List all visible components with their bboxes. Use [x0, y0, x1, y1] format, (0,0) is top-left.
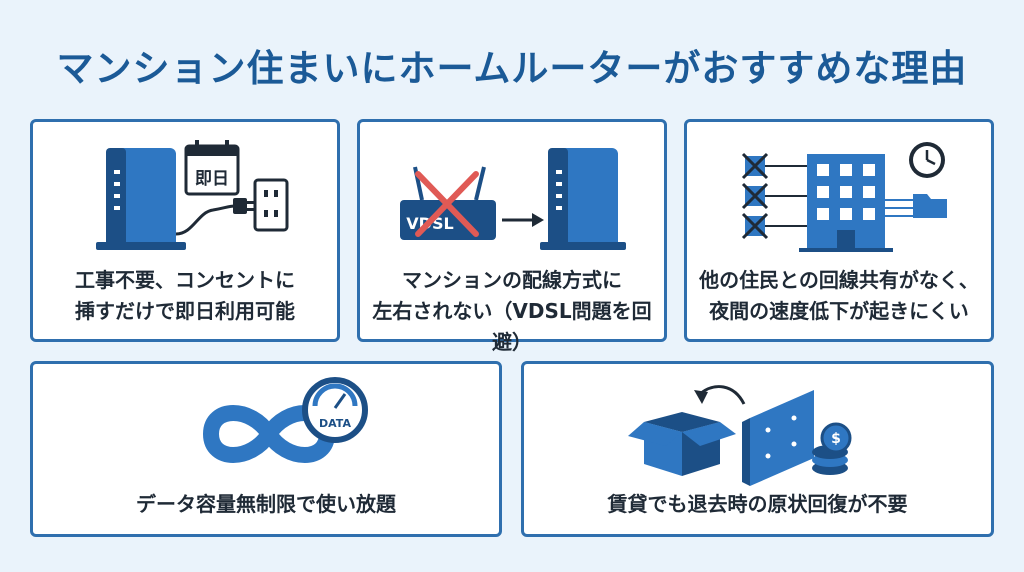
page-title: マンション住まいにホームルーターがおすすめな理由	[56, 47, 968, 90]
power-outlet-icon	[253, 178, 289, 232]
infinity-icon	[202, 405, 336, 463]
card-3-caption-line2: 夜間の速度低下が起きにくい	[709, 299, 969, 323]
clock-icon	[909, 142, 945, 178]
calendar-icon: 即日	[184, 140, 240, 196]
card-3-caption-line1: 他の住民との回線共有がなく、	[699, 268, 979, 292]
reason-card-wiring: VDSL マンションの配線方式に 左右されない（VDSL問題を回避）	[357, 119, 667, 354]
speed-gauge-icon: DATA	[302, 377, 368, 443]
reason-card-no-sharing: 他の住民との回線共有がなく、 夜間の速度低下が起きにくい	[684, 119, 994, 342]
card-2-caption-line2: 左右されない（VDSL問題を回避）	[372, 299, 652, 354]
card-1-illustration: 即日	[96, 140, 289, 250]
card-5-illustration: $	[628, 385, 852, 486]
calendar-label: 即日	[195, 169, 229, 189]
coins-icon: $	[812, 422, 852, 475]
card-1-caption-line2: 挿すだけで即日利用可能	[75, 299, 295, 323]
gauge-label: DATA	[319, 417, 351, 430]
box-icon	[628, 412, 736, 476]
crossed-line-icon	[741, 152, 807, 240]
plug-icon	[175, 198, 255, 236]
arrow-right-icon	[502, 213, 544, 227]
reason-card-unlimited-data: DATA データ容量無制限で使い放題	[30, 361, 502, 537]
curved-arrow-icon	[694, 385, 746, 405]
building-icon	[799, 154, 893, 252]
folder-icon	[913, 194, 947, 218]
card-1-caption-line1: 工事不要、コンセントに	[75, 268, 295, 292]
reason-card-no-restoration: $ 賃貸でも退去時の原状回復が不要	[521, 361, 994, 537]
wall-panel-icon	[742, 390, 814, 486]
card-5-caption: 賃貸でも退去時の原状回復が不要	[607, 492, 908, 516]
speed-lines-icon	[885, 199, 913, 217]
svg-text:$: $	[831, 431, 841, 447]
router-icon	[96, 148, 186, 250]
reason-card-no-construction: 即日 工事不要、コンセントに 挿すだけで即日利用可能	[30, 119, 340, 342]
cross-icon	[415, 171, 479, 237]
router-icon	[540, 148, 626, 250]
card-3-illustration	[741, 142, 947, 252]
card-2-illustration: VDSL	[400, 148, 626, 250]
card-4-caption: データ容量無制限で使い放題	[136, 492, 396, 516]
card-4-illustration: DATA	[202, 377, 368, 463]
card-2-caption-line1: マンションの配線方式に	[402, 268, 622, 292]
